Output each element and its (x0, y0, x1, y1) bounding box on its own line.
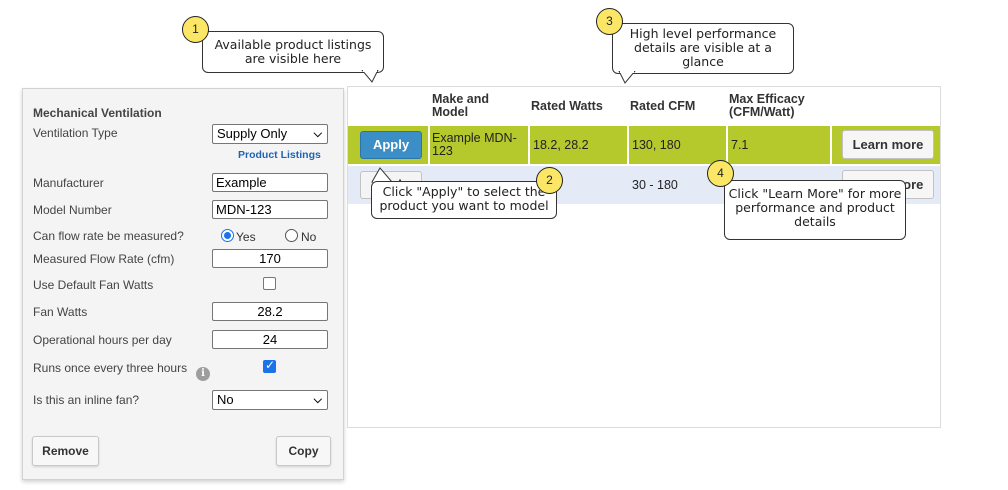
default-fan-watts-checkbox[interactable] (263, 277, 276, 290)
learn-more-button[interactable]: Learn more (842, 130, 934, 159)
column-divider (528, 126, 530, 164)
header-rated-cfm: Rated CFM (630, 99, 696, 113)
rated-cfm-cell: 130, 180 (632, 138, 681, 152)
header-rated-watts: Rated Watts (531, 99, 603, 113)
product-listings-link[interactable]: Product Listings (238, 149, 321, 161)
inline-fan-value: No (217, 392, 234, 407)
header-make-model: Make and Model (432, 92, 489, 119)
fan-watts-label: Fan Watts (33, 305, 88, 319)
callout-1-number: 1 (182, 16, 209, 43)
copy-button[interactable]: Copy (276, 436, 331, 466)
callout-3-text: High level performance details are visib… (612, 23, 794, 74)
ventilation-type-label: Ventilation Type (33, 126, 118, 140)
default-fan-watts-label: Use Default Fan Watts (33, 278, 154, 292)
rated-watts-cell: 18.2, 28.2 (533, 138, 589, 152)
apply-button[interactable]: Apply (360, 131, 422, 159)
flow-measured-label: Can flow rate be measured? (33, 229, 184, 243)
ventilation-type-value: Supply Only (217, 126, 288, 141)
table-row: Apply Example MDN-123 18.2, 28.2 130, 18… (348, 126, 940, 164)
chevron-down-icon: ⌵ (313, 128, 322, 140)
ventilation-type-select[interactable]: Supply Only ⌵ (212, 124, 328, 144)
max-efficacy-cell: 7.1 (731, 138, 749, 152)
callout-3-number: 3 (596, 8, 623, 35)
flow-yes-label: Yes (236, 230, 256, 244)
make-model-cell: Example MDN-123 (432, 131, 517, 158)
measured-flow-label: Measured Flow Rate (cfm) (33, 252, 175, 266)
rated-cfm-cell: 30 - 180 (632, 178, 678, 192)
callout-1-text: Available product listings are visible h… (202, 31, 384, 73)
column-divider (726, 126, 728, 164)
table-header: Make and Model Rated Watts Rated CFM Max… (348, 87, 940, 125)
remove-button[interactable]: Remove (32, 436, 99, 466)
fan-watts-field[interactable]: 28.2 (212, 302, 328, 321)
runs-every-three-checkbox[interactable] (263, 358, 276, 373)
column-divider (428, 126, 430, 164)
callout-4-text: Click "Learn More" for more performance … (724, 180, 906, 240)
callout-3-tail (618, 71, 636, 84)
product-listings-table: Make and Model Rated Watts Rated CFM Max… (347, 86, 941, 428)
hours-field[interactable]: 24 (212, 330, 328, 349)
runs-every-three-label: Runs once every three hours (33, 361, 188, 375)
chevron-down-icon: ⌵ (313, 394, 322, 406)
hours-label: Operational hours per day (33, 333, 172, 347)
manufacturer-field[interactable]: Example (212, 173, 328, 192)
inline-fan-label: Is this an inline fan? (33, 393, 140, 407)
header-max-efficacy: Max Efficacy (CFM/Watt) (729, 92, 805, 119)
mechanical-ventilation-panel: Mechanical Ventilation Ventilation Type … (22, 88, 344, 480)
callout-1-tail (361, 70, 379, 83)
inline-fan-select[interactable]: No ⌵ (212, 390, 328, 410)
callout-2-number: 2 (536, 167, 563, 194)
callout-2-text: Click "Apply" to select the product you … (371, 181, 557, 219)
model-number-field[interactable]: MDN-123 (212, 200, 328, 219)
flow-no-label: No (301, 230, 317, 244)
measured-flow-field[interactable]: 170 (212, 249, 328, 268)
manufacturer-label: Manufacturer (33, 176, 104, 190)
callout-4-number: 4 (707, 160, 734, 187)
column-divider (627, 126, 629, 164)
column-divider (830, 126, 832, 164)
flow-yes-radio[interactable] (221, 229, 234, 242)
flow-no-radio[interactable] (285, 229, 298, 242)
model-number-label: Model Number (33, 203, 112, 217)
info-icon[interactable]: i (196, 367, 210, 381)
panel-title: Mechanical Ventilation (33, 106, 162, 120)
